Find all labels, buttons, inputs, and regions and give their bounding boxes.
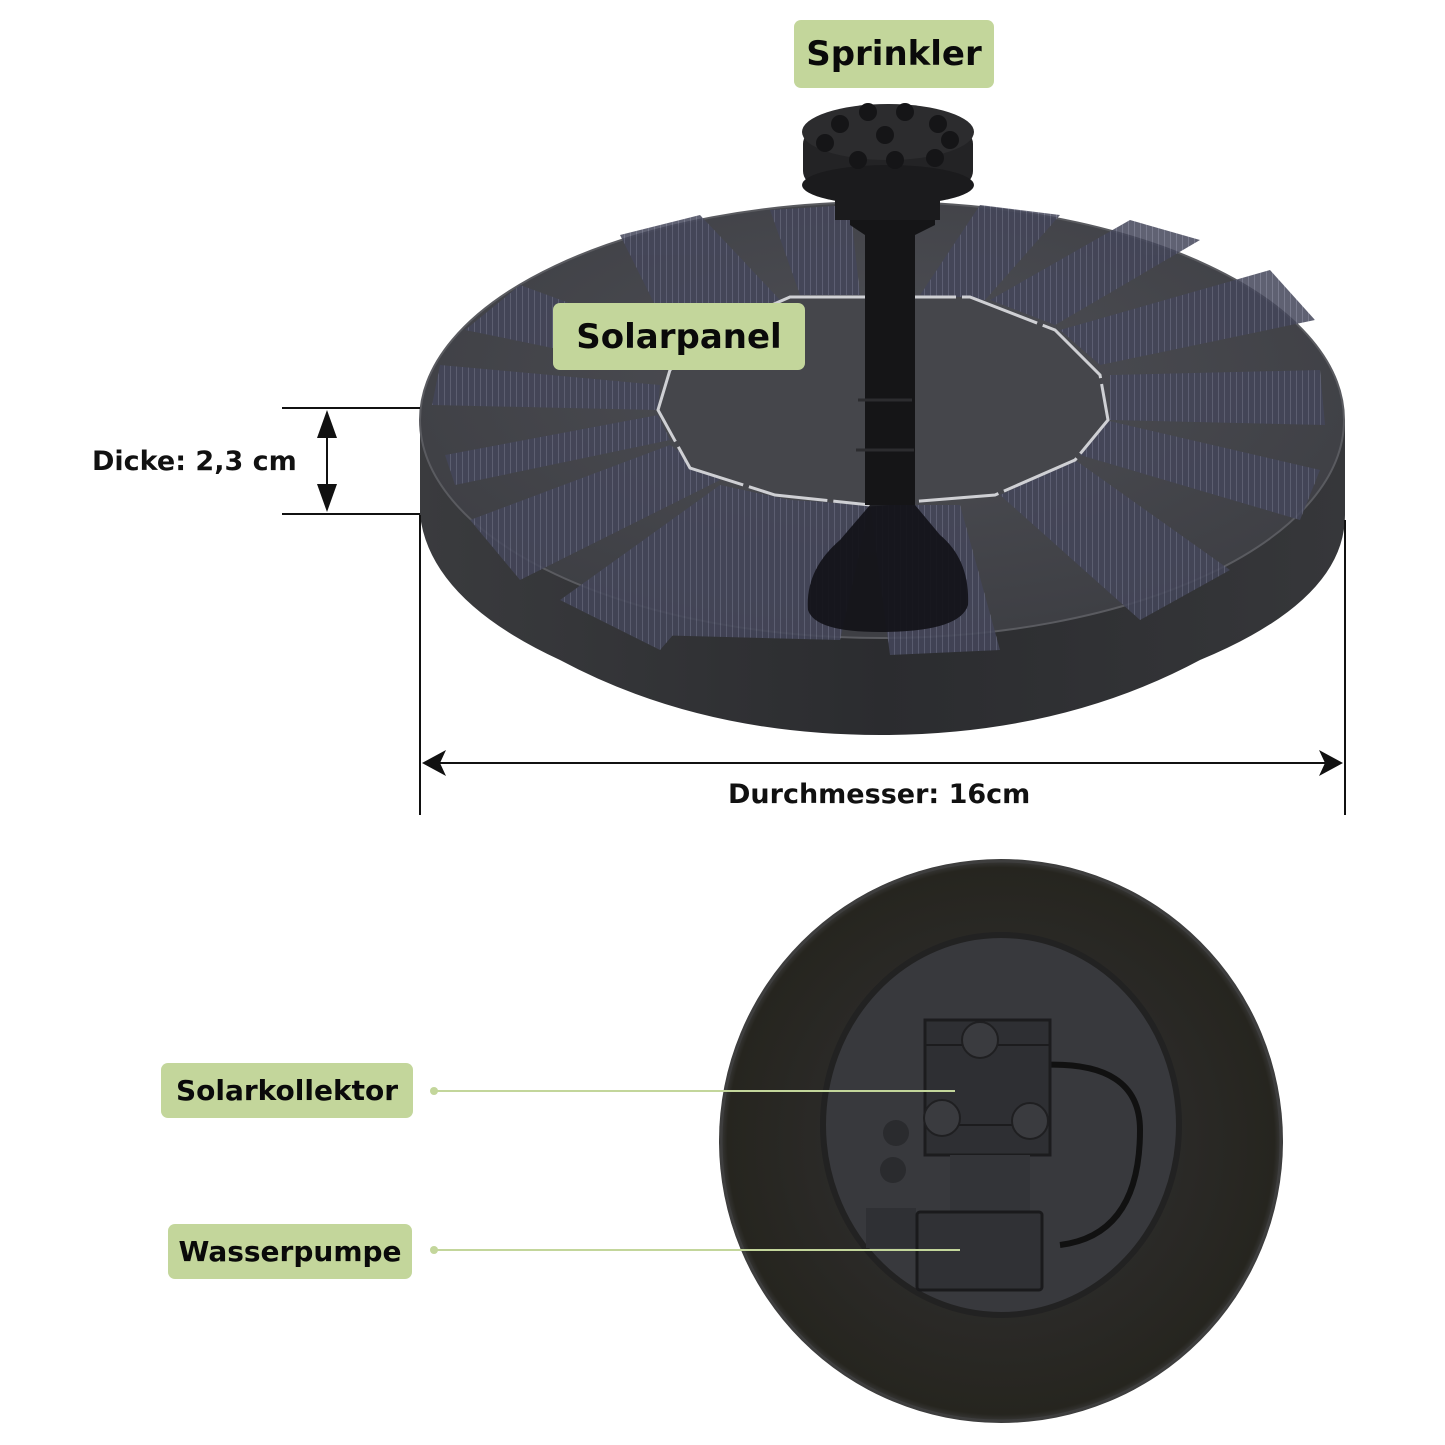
solar-fountain-bottom-view [719, 859, 1283, 1423]
sprinkler-label: Sprinkler [794, 20, 994, 88]
sprinkler-label-text: Sprinkler [806, 34, 982, 74]
solarpanel-label-text: Solarpanel [576, 316, 782, 357]
sprinkler-head [802, 103, 974, 220]
wasserpumpe-label: Wasserpumpe [168, 1224, 412, 1279]
solarkollektor-label-text: Solarkollektor [175, 1074, 399, 1107]
solarkollektor-label: Solarkollektor [161, 1063, 413, 1118]
leader-lines [430, 1087, 960, 1254]
solarpanel-label: Solarpanel [553, 303, 805, 370]
dimension-lines [282, 407, 1346, 815]
solar-fountain-top-view [419, 103, 1345, 735]
thickness-dimension-label: Dicke: 2,3 cm [92, 446, 297, 477]
wasserpumpe-label-text: Wasserpumpe [178, 1235, 402, 1268]
diameter-dimension-label: Durchmesser: 16cm [728, 779, 1031, 810]
pump-block [923, 1018, 1052, 1157]
